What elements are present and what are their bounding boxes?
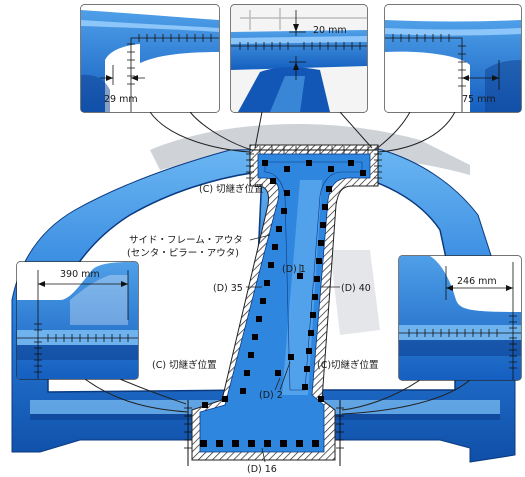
label-d40: (D) 40: [341, 283, 371, 294]
dimension-246mm: 246 mm: [457, 276, 497, 287]
dimension-390mm: 390 mm: [60, 269, 100, 280]
label-d1: (D) 1: [282, 264, 306, 275]
dimension-75mm: 75 mm: [462, 94, 496, 105]
annotation-labels: (C) 切継ぎ位置 サイド・フレーム・アウタ (センタ・ピラー・アウタ) (D)…: [127, 183, 379, 475]
dimension-29mm: 29 mm: [104, 94, 138, 105]
label-d2: (D) 2: [259, 390, 283, 401]
callout-mid-right: 246 mm: [398, 255, 522, 381]
spot-welds: [200, 160, 366, 447]
callout-top-left: 29 mm: [80, 4, 220, 113]
callout-top-right: 75 mm: [384, 4, 522, 113]
label-d35: (D) 35: [213, 283, 243, 294]
callout-leaders: [84, 111, 471, 415]
dimension-20mm: 20 mm: [313, 25, 347, 36]
label-cut-position-top: (C) 切継ぎ位置: [199, 183, 264, 195]
label-leaders: [246, 234, 340, 463]
callout-mid-left: 390 mm: [16, 261, 139, 380]
label-cut-position-left: (C) 切継ぎ位置: [152, 359, 217, 371]
label-part-name-line2: (センタ・ピラー・アウタ): [127, 248, 239, 259]
cut-lines-main: [184, 145, 382, 466]
label-cut-position-right: (C)切継ぎ位置: [317, 359, 379, 371]
callout-top-center: 20 mm: [230, 4, 368, 113]
label-part-name-line1: サイド・フレーム・アウタ: [129, 235, 243, 246]
label-d16: (D) 16: [247, 464, 277, 475]
